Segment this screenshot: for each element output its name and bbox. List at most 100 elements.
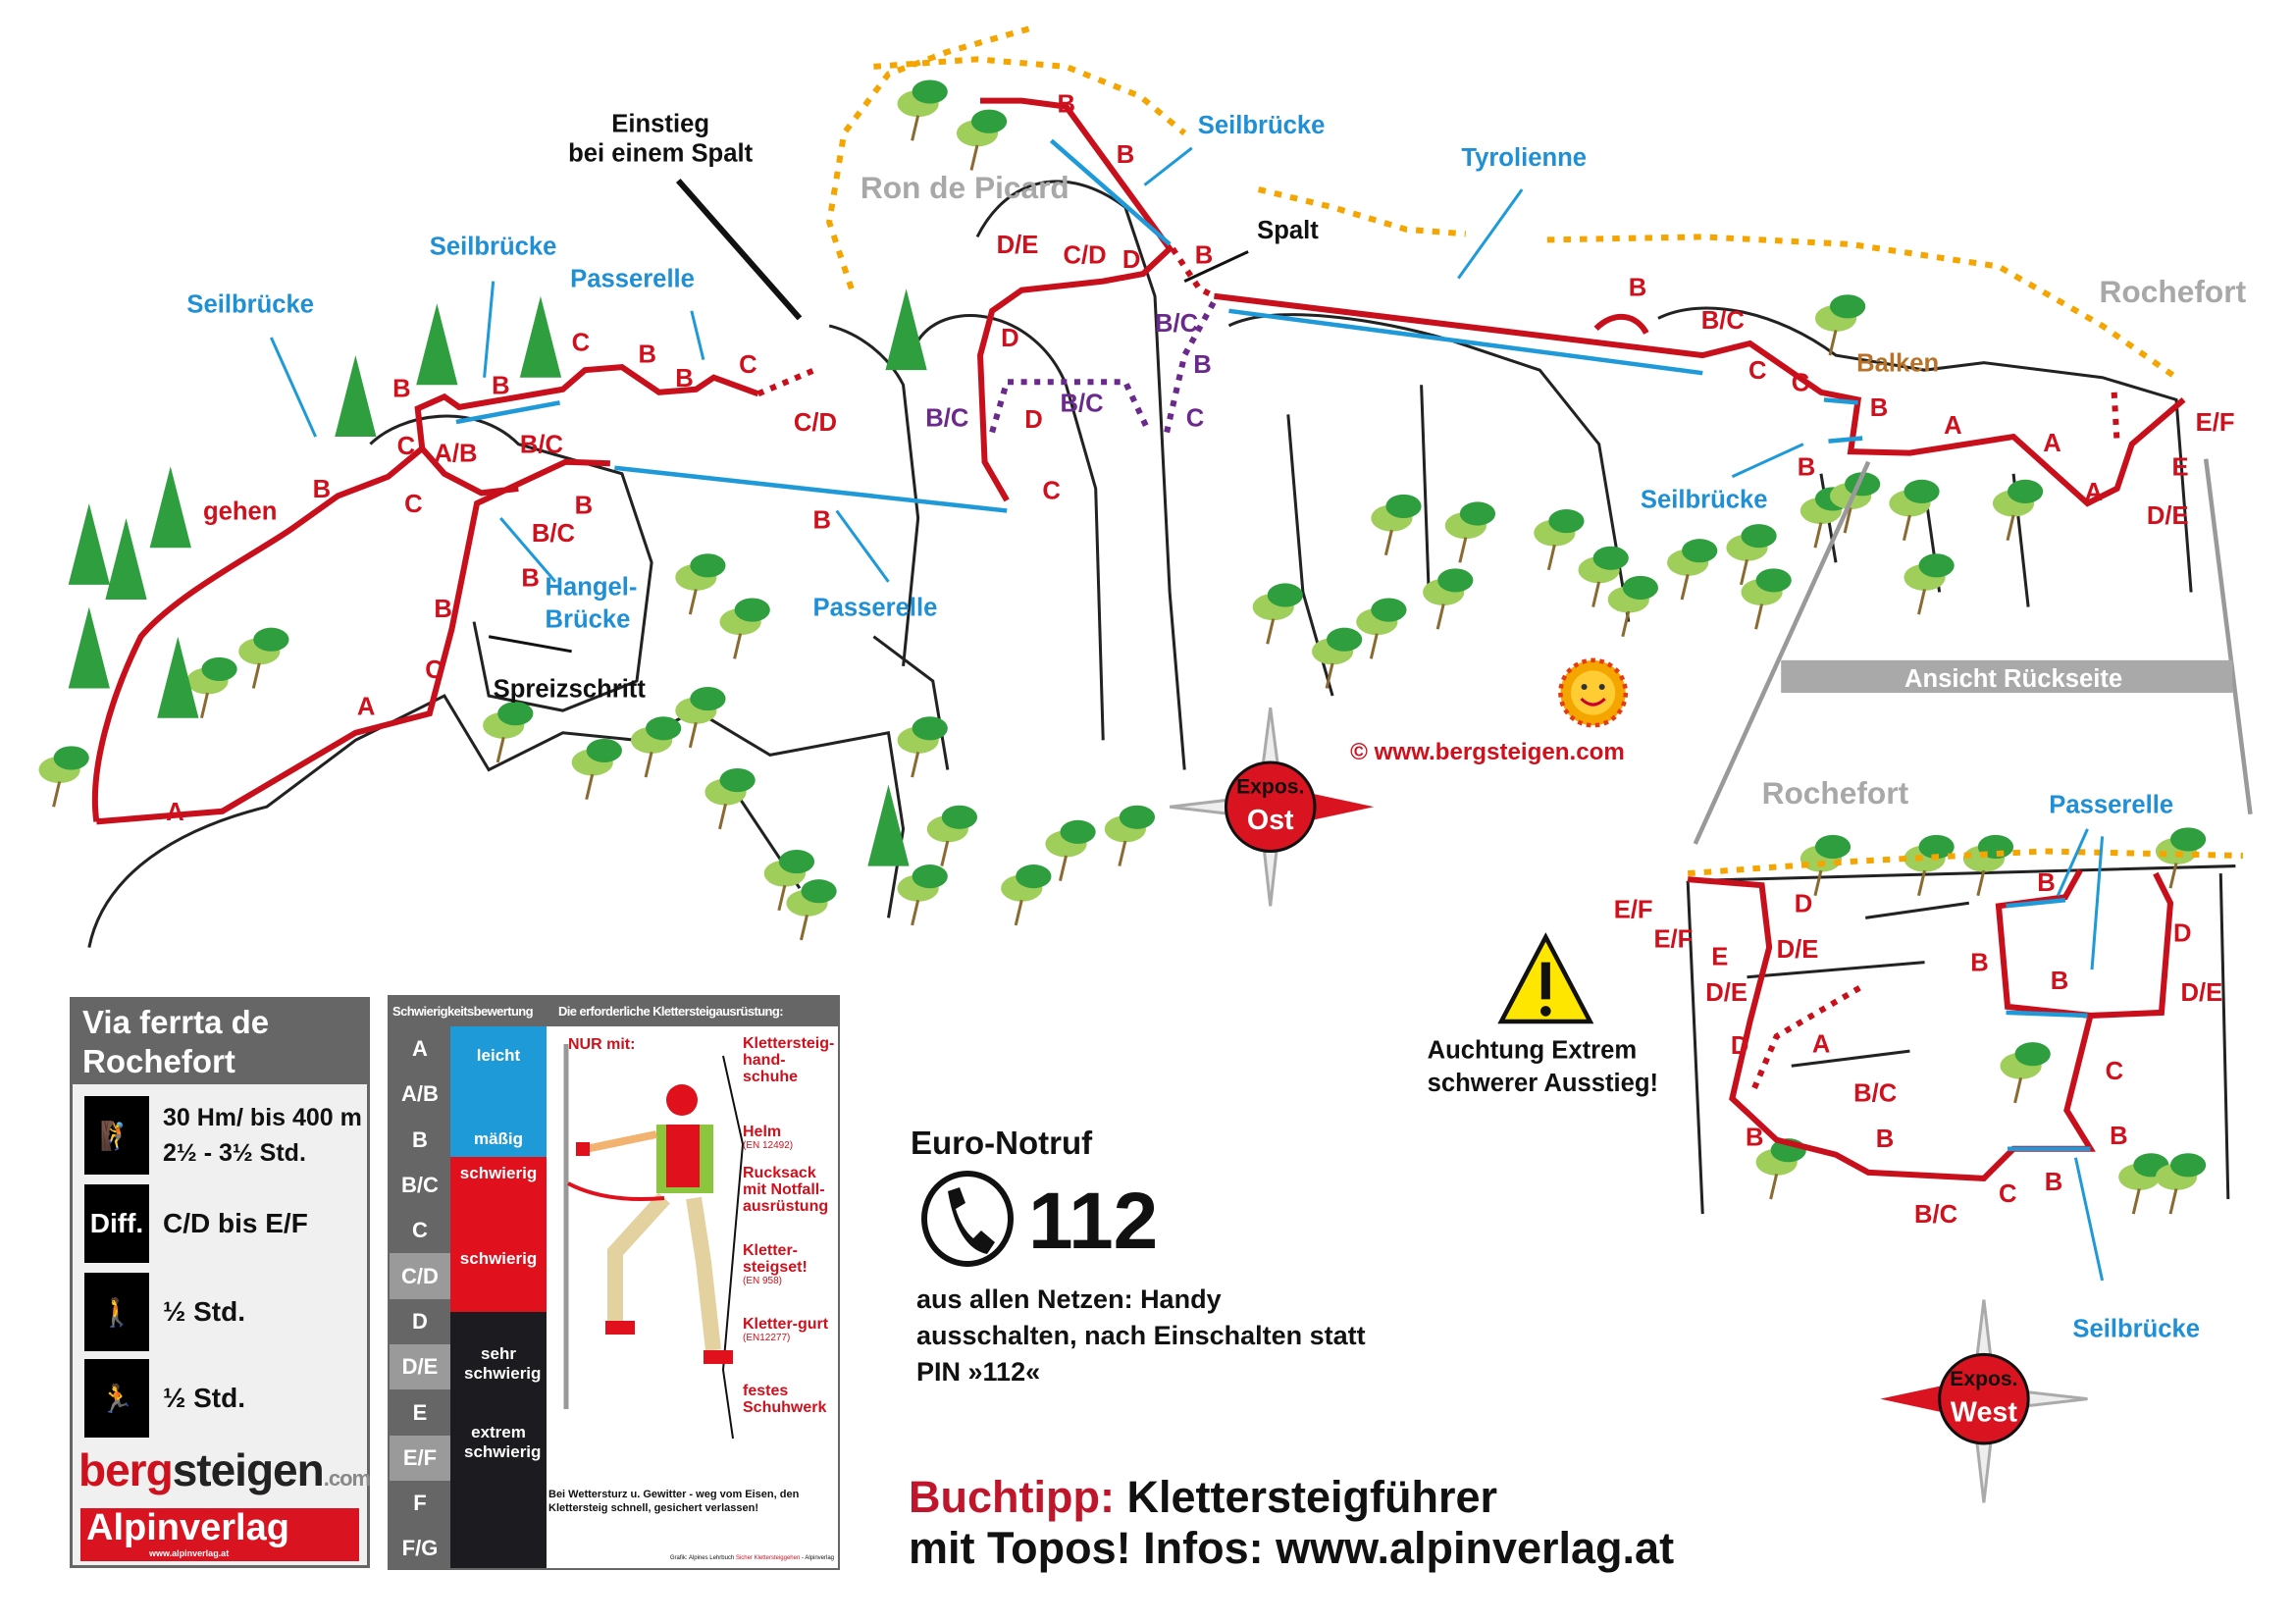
route-grade-label: B (2051, 968, 2069, 995)
tree-icon (571, 738, 622, 801)
compass-east-expos: Expos. (1236, 776, 1304, 799)
grade-row: E (412, 1399, 428, 1425)
route-grade-label: B (813, 507, 832, 535)
bridge-label: Passerelle (813, 595, 938, 622)
pointer-arrows (269, 146, 2253, 1282)
tree-icon (1311, 627, 1363, 689)
emergency-number: 112 (1028, 1177, 1159, 1266)
crevice-label: Spalt (1257, 217, 1319, 244)
route-grade-label: C (1042, 477, 1061, 504)
route-grade-label: C (404, 491, 423, 518)
tree-icon (719, 598, 770, 659)
via-ferrata-route-left-dotted (756, 367, 816, 397)
beam-label: Balken (1856, 350, 1939, 378)
fir-tree-icon (335, 355, 377, 438)
grade-row: F/G (401, 1536, 439, 1561)
route-grade-label: D/E (1777, 936, 1819, 964)
hiker-downhill-icon: 🏃 (84, 1359, 149, 1438)
grade-row: C (412, 1218, 428, 1243)
copyright-label: © www.bergsteigen.com (1350, 739, 1625, 765)
tree-icon (675, 687, 726, 749)
tree-icon (1444, 501, 1496, 563)
route-grade-label: B/C (1853, 1079, 1897, 1107)
rear-view-label: Ansicht Rückseite (1904, 665, 2122, 693)
book-tip-label: Buchtipp: (909, 1472, 1115, 1522)
equipment-item: Klettersteig-hand-schuhe (743, 1035, 835, 1085)
route-grade-label: D (1795, 890, 1813, 917)
route-grade-label: A (1944, 412, 1962, 440)
grade-row: D/E (390, 1344, 450, 1390)
grade-row: B/C (401, 1173, 439, 1198)
tree-icon (926, 805, 978, 866)
tree-icon (1889, 479, 1940, 542)
weather-warning: Bei Wettersturz u. Gewitter - weg vom Ei… (548, 1489, 800, 1514)
phone-icon (921, 1171, 1014, 1267)
route-grade-label: B (1798, 453, 1816, 481)
route-grade-label: B (313, 476, 332, 503)
category-leicht: leicht (476, 1046, 521, 1065)
tree-icon (1534, 508, 1585, 571)
via-ferrata-route-left (91, 364, 759, 822)
bridge-label: Hangel- (545, 573, 637, 601)
tree-icon (1992, 479, 2044, 542)
grade-row: A (412, 1036, 428, 1062)
fir-tree-icon (416, 303, 458, 386)
route-grade-label: D (1001, 325, 1019, 352)
hiker-uphill-icon: 🚶 (84, 1273, 149, 1351)
route-grade-label: D (1122, 246, 1141, 274)
route-grade-label: B (1870, 394, 1889, 422)
route-grade-label: C (572, 330, 591, 357)
route-grade-label: B (2045, 1169, 2063, 1196)
grading-header: Schwierigkeitsbewertung (392, 1004, 534, 1019)
book-tip-link[interactable]: mit Topos! Infos: www.alpinverlag.at (909, 1523, 1675, 1573)
tree-icon (1356, 598, 1407, 659)
tree-icon (675, 553, 726, 615)
tree-icon (763, 849, 815, 912)
route-grade-label: C (1999, 1180, 2017, 1208)
fir-tree-icon (68, 502, 110, 585)
tree-icon (1423, 568, 1474, 630)
route-grade-label: A (2084, 479, 2103, 506)
bridge-label: Seilbrücke (2072, 1315, 2200, 1342)
bergsteigen-logo: bergsteigen.com (78, 1444, 371, 1495)
grade-row: E/F (390, 1435, 450, 1481)
tree-icon (897, 864, 948, 926)
route-grade-label: D/E (1705, 979, 1747, 1007)
emergency-text: aus allen Netzen: Handy ausschalten, nac… (916, 1284, 1366, 1387)
category-schwierig: schwierig (459, 1164, 538, 1182)
tree-icon (2155, 1153, 2207, 1215)
warning-label: Auchtung Extrem (1428, 1037, 1638, 1065)
route-grade-label: B/C (532, 520, 575, 548)
route-grade-label: D (2173, 920, 2192, 948)
route-grade-label: C (2106, 1058, 2124, 1085)
route-grade-label: C/D (1064, 242, 1107, 270)
equipment-item: Kletter-gurt(EN12277) (743, 1316, 829, 1343)
rock-outlines (87, 180, 2236, 1215)
route-grade-label: B (1970, 950, 1989, 977)
fir-tree-icon (885, 288, 927, 371)
bridge-label: Brücke (545, 606, 630, 634)
grade-row: D (412, 1308, 428, 1334)
route-grade-label: C (1186, 404, 1205, 432)
bridge-lines (455, 138, 2091, 1151)
route-grade-label: B (1195, 242, 1214, 270)
tree-icon (897, 79, 948, 141)
via-ferrata-route-top (1214, 292, 2186, 507)
compass-east-icon (1169, 707, 1375, 907)
bridge-label: Seilbrücke (186, 290, 314, 318)
place-ron-de-picard: Ron de Picard (861, 170, 1069, 205)
compass-west-dir: West (1951, 1396, 2017, 1428)
tree-icon (1607, 575, 1658, 638)
fir-tree-icon (68, 606, 110, 689)
rear-route (1687, 868, 2174, 1181)
equipment-header: Die erforderliche Klettersteigausrüstung… (558, 1004, 784, 1019)
tree-icon (1904, 834, 1955, 897)
tree-icon (704, 767, 756, 830)
fir-tree-icon (867, 784, 910, 866)
tree-icon (1371, 494, 1422, 556)
grade-row: A/B (401, 1081, 439, 1107)
route-grade-label: C (1792, 369, 1810, 396)
route-grade-label: B (392, 375, 411, 402)
sun-icon (1558, 657, 1629, 728)
route-grade-label: C (739, 351, 757, 379)
